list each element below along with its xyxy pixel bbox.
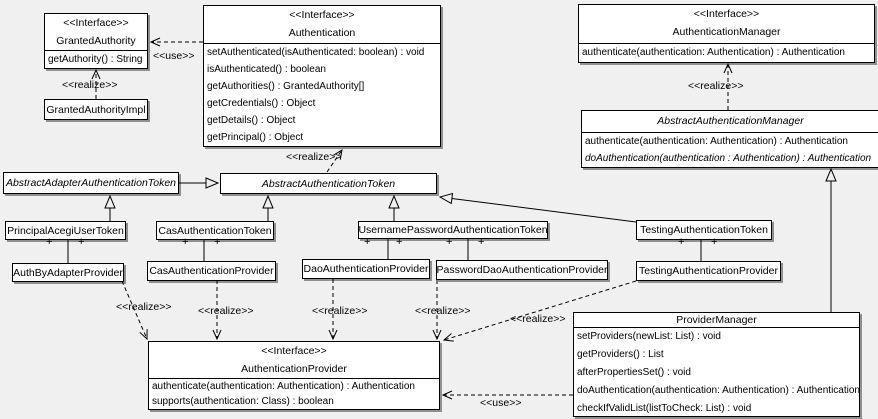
- multiplicity-label: +: [396, 236, 403, 248]
- multiplicity-label: +: [711, 236, 718, 248]
- stereotype-interface: <<Interface>>: [261, 345, 327, 357]
- label-realize-passworddaoprovider: <<realize>>: [415, 305, 471, 317]
- edge-generalize-testing-token: [440, 197, 637, 223]
- class-title: ProviderManager: [574, 313, 859, 327]
- methods-compartment: setProviders(newList: List) : void getPr…: [574, 327, 860, 418]
- class-name: AuthenticationManager: [672, 26, 781, 38]
- class-name: GrantedAuthorityImpl: [46, 103, 146, 116]
- multiplicity-label: +: [446, 236, 453, 248]
- multiplicity-label: +: [478, 236, 485, 248]
- class-name: AbstractAuthenticationToken: [261, 177, 396, 190]
- label-use-grantedauthority: <<use>>: [153, 50, 195, 62]
- method-row: doAuthentication(authentication: Authent…: [577, 385, 860, 396]
- method-row: checkIfValidList(listToCheck: List) : vo…: [577, 403, 752, 414]
- edge-realize-testingprovider: [444, 280, 637, 340]
- class-name: UsernamePasswordAuthenticationToken: [358, 224, 548, 236]
- multiplicity-label: +: [214, 236, 221, 248]
- edge-realize-abstract-token: [326, 150, 342, 173]
- label-realize-authbyadapter: <<realize>>: [116, 301, 172, 313]
- class-title: <<Interface>> AuthenticationProvider: [149, 342, 439, 378]
- class-abstract-authentication-token[interactable]: AbstractAuthenticationToken: [220, 173, 437, 194]
- label-realize-grantedauthorityimpl: <<realize>>: [62, 79, 118, 91]
- class-username-password-authentication-token[interactable]: UsernamePasswordAuthenticationToken: [358, 221, 548, 239]
- class-name: TestingAuthenticationToken: [640, 224, 768, 236]
- label-realize-testingprovider: <<realize>>: [510, 313, 566, 325]
- class-title: <<Interface>> AuthenticationManager: [579, 5, 874, 43]
- class-name: PrincipalAcegiUserToken: [7, 224, 124, 237]
- methods-compartment: setAuthenticated(isAuthenticated: boolea…: [204, 43, 440, 146]
- edge-realize-authbyadapter: [121, 280, 147, 339]
- class-name: AuthByAdapterProvider: [13, 266, 123, 279]
- class-name: ProviderManager: [676, 314, 757, 326]
- method-row: getDetails() : Object: [207, 115, 296, 126]
- class-authentication-provider[interactable]: <<Interface>> AuthenticationProvider aut…: [148, 341, 440, 410]
- method-row: getProviders() : List: [577, 349, 664, 360]
- label-realize-casprovider: <<realize>>: [198, 305, 254, 317]
- class-name: GrantedAuthority: [56, 35, 136, 47]
- class-abstract-authentication-manager[interactable]: AbstractAuthenticationManager authentica…: [581, 110, 878, 168]
- method-row: getAuthorities() : GrantedAuthority[]: [207, 81, 365, 92]
- methods-compartment: getAuthority() : String: [45, 50, 147, 68]
- class-name: CasAuthenticationToken: [158, 224, 272, 237]
- stereotype-interface: <<Interface>>: [693, 8, 760, 20]
- class-name: Authentication: [288, 27, 356, 39]
- multiplicity-label: +: [182, 236, 189, 248]
- class-name: AbstractAuthenticationManager: [657, 115, 804, 127]
- method-row: setAuthenticated(isAuthenticated: boolea…: [207, 47, 425, 58]
- method-row: authenticate(authentication: Authenticat…: [152, 381, 415, 392]
- multiplicity-label: +: [364, 236, 371, 248]
- method-row: authenticate(authentication: Authenticat…: [585, 136, 848, 147]
- multiplicity-label: +: [78, 236, 85, 248]
- class-name: CasAuthenticationProvider: [149, 265, 274, 277]
- class-title: AbstractAuthenticationManager: [582, 111, 878, 132]
- class-granted-authority[interactable]: <<Interface>> GrantedAuthority getAuthor…: [44, 13, 148, 69]
- class-cas-authentication-provider[interactable]: CasAuthenticationProvider: [147, 261, 276, 281]
- stereotype-interface: <<Interface>>: [63, 17, 129, 29]
- class-provider-manager[interactable]: ProviderManager setProviders(newList: Li…: [573, 312, 860, 417]
- class-authentication[interactable]: <<Interface>> Authentication setAuthenti…: [203, 5, 441, 147]
- label-realize-abstract-token: <<realize>>: [286, 151, 342, 163]
- class-auth-by-adapter-provider[interactable]: AuthByAdapterProvider: [12, 263, 124, 282]
- class-title: <<Interface>> Authentication: [204, 6, 440, 43]
- method-row: getCredentials() : Object: [207, 98, 316, 109]
- class-granted-authority-impl[interactable]: GrantedAuthorityImpl: [44, 99, 148, 120]
- methods-compartment: authenticate(authentication: Authenticat…: [579, 43, 874, 61]
- class-principal-acegi-user-token[interactable]: PrincipalAcegiUserToken: [5, 221, 126, 240]
- class-name: PasswordDaoAuthenticationProvider: [436, 264, 608, 276]
- class-cas-authentication-token[interactable]: CasAuthenticationToken: [156, 221, 274, 240]
- methods-compartment: authenticate(authentication: Authenticat…: [149, 378, 439, 409]
- class-dao-authentication-provider[interactable]: DaoAuthenticationProvider: [302, 259, 430, 279]
- method-row: isAuthenticated() : boolean: [207, 64, 326, 75]
- class-abstract-adapter-authentication-token[interactable]: AbstractAdapterAuthenticationToken: [3, 172, 179, 194]
- stereotype-interface: <<Interface>>: [289, 9, 355, 21]
- label-realize-abstract-manager: <<realize>>: [688, 80, 744, 92]
- class-name: TestingAuthenticationProvider: [639, 265, 778, 277]
- method-row: supports(authentication: Class) : boolea…: [152, 396, 334, 407]
- method-row: authenticate(authentication: Authenticat…: [582, 47, 845, 58]
- class-name: AbstractAdapterAuthenticationToken: [5, 177, 177, 189]
- method-row: afterPropertiesSet() : void: [577, 367, 691, 378]
- class-title: <<Interface>> GrantedAuthority: [45, 14, 147, 50]
- multiplicity-label: +: [678, 236, 685, 248]
- class-name: AuthenticationProvider: [241, 363, 347, 375]
- method-row: getAuthority() : String: [48, 54, 143, 65]
- multiplicity-label: +: [46, 236, 53, 248]
- class-authentication-manager[interactable]: <<Interface>> AuthenticationManager auth…: [578, 4, 875, 63]
- label-realize-daoprovider: <<realize>>: [312, 305, 368, 317]
- class-testing-authentication-token[interactable]: TestingAuthenticationToken: [636, 220, 772, 240]
- class-password-dao-authentication-provider[interactable]: PasswordDaoAuthenticationProvider: [436, 260, 608, 280]
- class-testing-authentication-provider[interactable]: TestingAuthenticationProvider: [636, 261, 781, 281]
- methods-compartment: authenticate(authentication: Authenticat…: [582, 132, 878, 167]
- method-row: getPrincipal() : Object: [207, 132, 304, 143]
- class-name: DaoAuthenticationProvider: [303, 263, 429, 275]
- method-row: doAuthentication(authentication : Authen…: [585, 153, 872, 164]
- label-use-providermanager: <<use>>: [480, 397, 522, 409]
- method-row: setProviders(newList: List) : void: [577, 331, 721, 342]
